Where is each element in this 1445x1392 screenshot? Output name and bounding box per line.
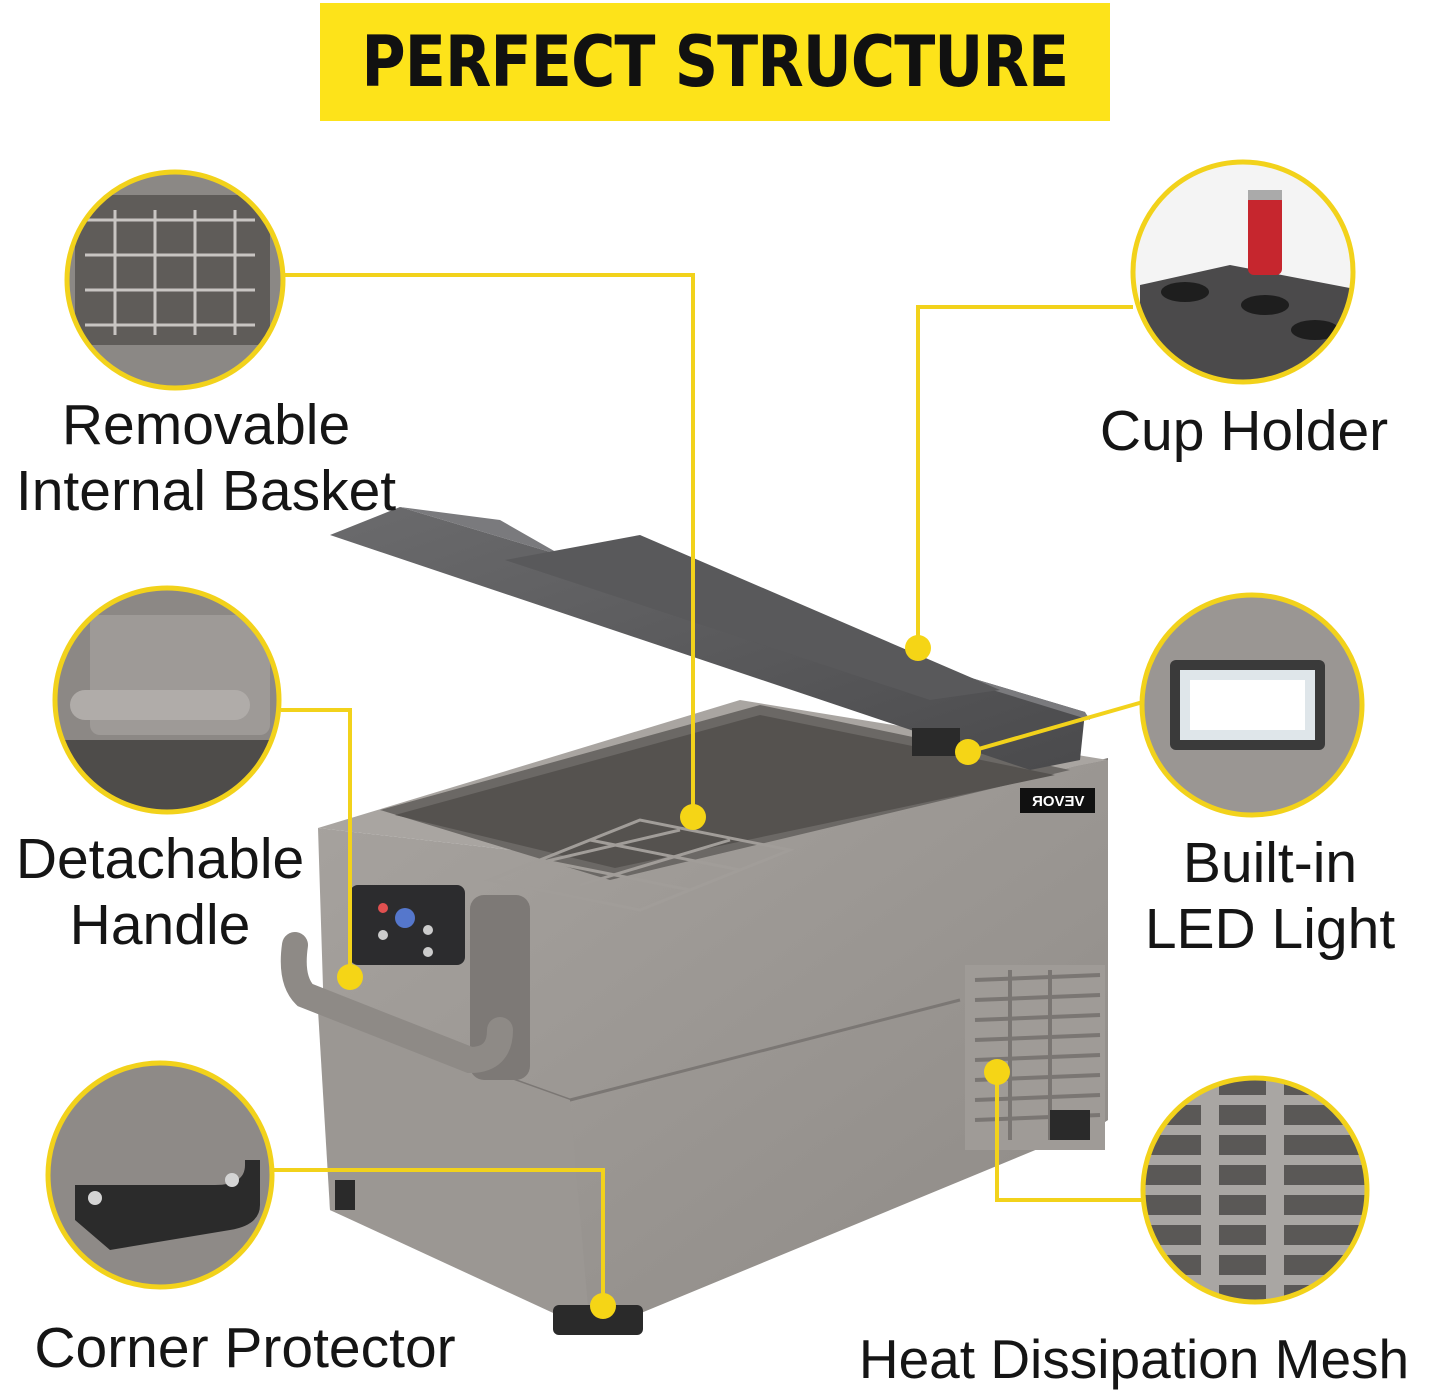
page-title: PERFECT STRUCTURE bbox=[361, 21, 1070, 103]
label-basket: Removable Internal Basket bbox=[0, 392, 412, 524]
corner-detail-circle bbox=[45, 1060, 275, 1290]
label-mesh: Heat Dissipation Mesh bbox=[828, 1326, 1440, 1392]
fridge-body bbox=[280, 700, 1108, 1335]
cup-holder-detail-circle bbox=[1130, 159, 1356, 385]
label-basket-line1: Removable bbox=[61, 393, 351, 457]
handle-detail-circle bbox=[52, 585, 282, 815]
label-corner-line1: Corner Protector bbox=[34, 1316, 456, 1380]
fridge-lid bbox=[330, 507, 1090, 770]
basket-wireframe bbox=[484, 818, 796, 912]
title-banner: PERFECT STRUCTURE bbox=[320, 3, 1110, 121]
mesh-detail-circle bbox=[1140, 1075, 1370, 1305]
basket-detail-circle bbox=[64, 169, 286, 391]
led-detail-circle bbox=[1139, 592, 1365, 818]
label-cup-holder: Cup Holder bbox=[1084, 398, 1404, 464]
label-cup-holder-line1: Cup Holder bbox=[1099, 399, 1389, 463]
label-led-line2: LED Light bbox=[1144, 897, 1396, 961]
label-handle: Detachable Handle bbox=[0, 826, 320, 958]
control-panel bbox=[350, 885, 465, 965]
brand-logo-text: VEVOR bbox=[1031, 792, 1085, 810]
label-handle-line1: Detachable bbox=[15, 827, 305, 891]
side-handle bbox=[280, 895, 530, 1080]
label-handle-line2: Handle bbox=[69, 893, 251, 957]
leader-dots bbox=[337, 635, 1010, 1319]
label-led-line1: Built-in bbox=[1182, 831, 1358, 895]
label-led: Built-in LED Light bbox=[1120, 830, 1420, 962]
label-corner: Corner Protector bbox=[10, 1315, 480, 1381]
label-basket-line2: Internal Basket bbox=[15, 459, 397, 523]
label-mesh-line1: Heat Dissipation Mesh bbox=[858, 1328, 1410, 1390]
leader-lines bbox=[270, 273, 1151, 1305]
brand-logo bbox=[1020, 788, 1095, 813]
